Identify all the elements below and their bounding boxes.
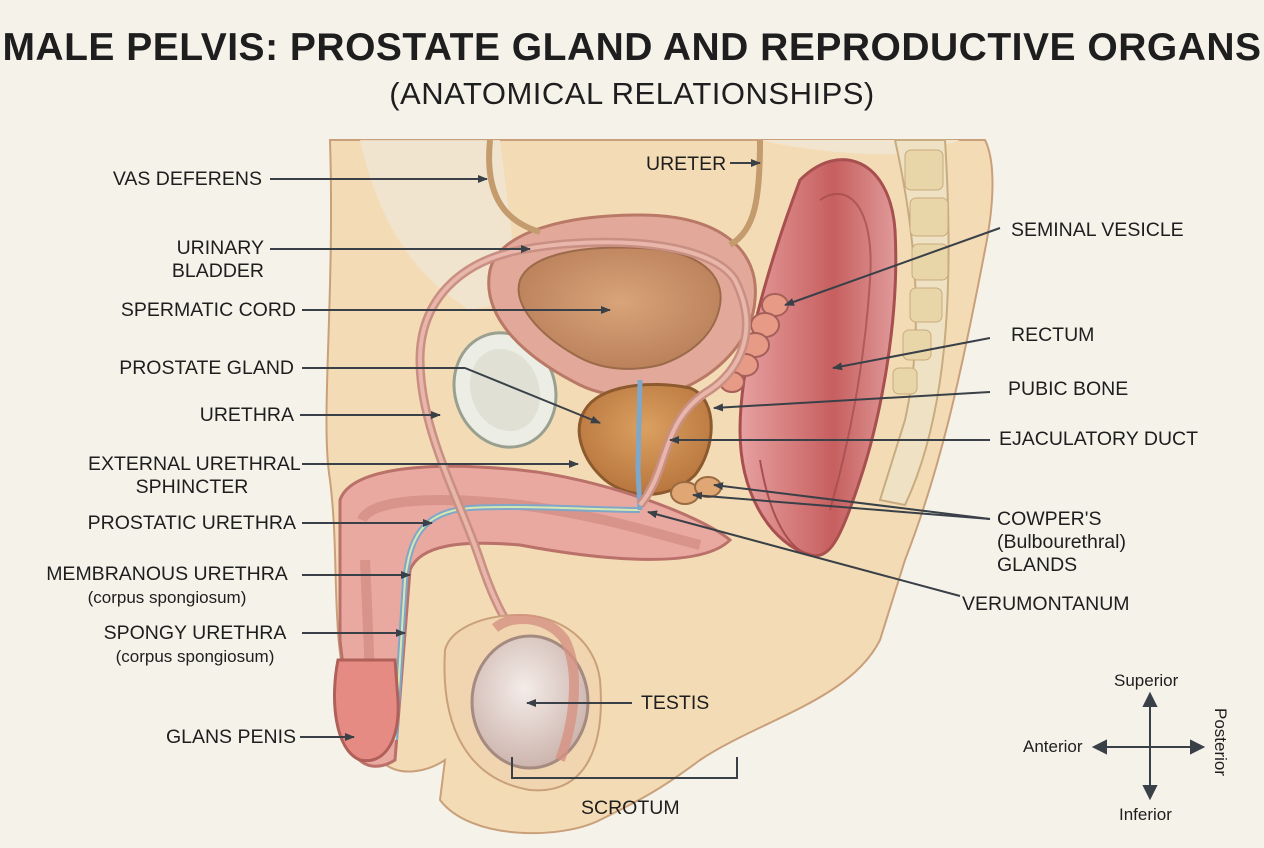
diagram-subtitle: (ANATOMICAL RELATIONSHIPS) (389, 76, 875, 111)
urinary-bladder-organ (487, 213, 757, 398)
label-urethra: URETHRA (199, 404, 294, 426)
compass-anterior: Anterior (1023, 737, 1083, 756)
label-spongy-line1: SPONGY URETHRA (103, 622, 287, 644)
pubic-bone (452, 331, 558, 449)
label-rectum: RECTUM (1011, 324, 1095, 346)
label-cowpers-line1: COWPER'S (997, 508, 1102, 530)
sacrum-vertebrae (878, 139, 950, 507)
prostate-organ (577, 382, 713, 496)
label-pubic-bone: PUBIC BONE (1008, 378, 1129, 400)
label-testis: TESTIS (641, 692, 710, 714)
label-ext-sphincter-line1: EXTERNAL URETHRAL (88, 453, 301, 475)
label-verumontanum: VERUMONTANUM (962, 593, 1130, 615)
label-membranous-urethra: MEMBRANOUS URETHRA (corpus spongiosum) (38, 563, 296, 609)
label-urinary-bladder-line2: BLADDER (171, 260, 264, 282)
label-vas-deferens: VAS DEFERENS (112, 168, 262, 190)
label-external-urethral-sphincter: EXTERNAL URETHRAL SPHINCTER (88, 453, 301, 499)
label-spongy-urethra: SPONGY URETHRA (corpus spongiosum) (95, 622, 295, 668)
prostatic-urethra-path (635, 379, 643, 511)
label-prostate-gland: PROSTATE GLAND (119, 357, 294, 379)
label-spermatic-cord: SPERMATIC CORD (120, 299, 296, 321)
label-glans-penis: GLANS PENIS (165, 726, 296, 748)
label-spongy-sub: (corpus spongiosum) (115, 647, 275, 666)
label-membranous-line1: MEMBRANOUS URETHRA (46, 563, 288, 585)
diagram-title: MALE PELVIS: PROSTATE GLAND AND REPRODUC… (2, 26, 1262, 69)
label-cowpers-line3: GLANDS (997, 554, 1078, 576)
label-ureter: URETER (646, 153, 727, 175)
leader-lines (270, 159, 1001, 741)
compass-posterior: Posterior (1211, 708, 1230, 777)
label-prostatic-urethra: PROSTATIC URETHRA (87, 512, 296, 534)
label-ext-sphincter-line2: SPHINCTER (135, 476, 249, 498)
label-cowpers-line2: (Bulbourethral) (997, 531, 1126, 553)
scrotum-bracket (511, 757, 738, 779)
compass-superior: Superior (1114, 671, 1179, 690)
label-urinary-bladder-line1: URINARY (176, 237, 264, 259)
ureter-tube (486, 139, 541, 235)
label-membranous-sub: (corpus spongiosum) (87, 588, 247, 607)
label-ejaculatory-duct: EJACULATORY DUCT (999, 428, 1199, 450)
label-cowpers-glands: COWPER'S (Bulbourethral) GLANDS (997, 508, 1126, 577)
cowpers-glands-organ (670, 476, 722, 505)
label-seminal-vesicle: SEMINAL VESICLE (1011, 219, 1184, 241)
label-urinary-bladder: URINARY BLADDER (172, 237, 264, 283)
compass-inferior: Inferior (1119, 805, 1172, 824)
label-scrotum: SCROTUM (581, 797, 680, 819)
orientation-compass (1091, 691, 1206, 801)
